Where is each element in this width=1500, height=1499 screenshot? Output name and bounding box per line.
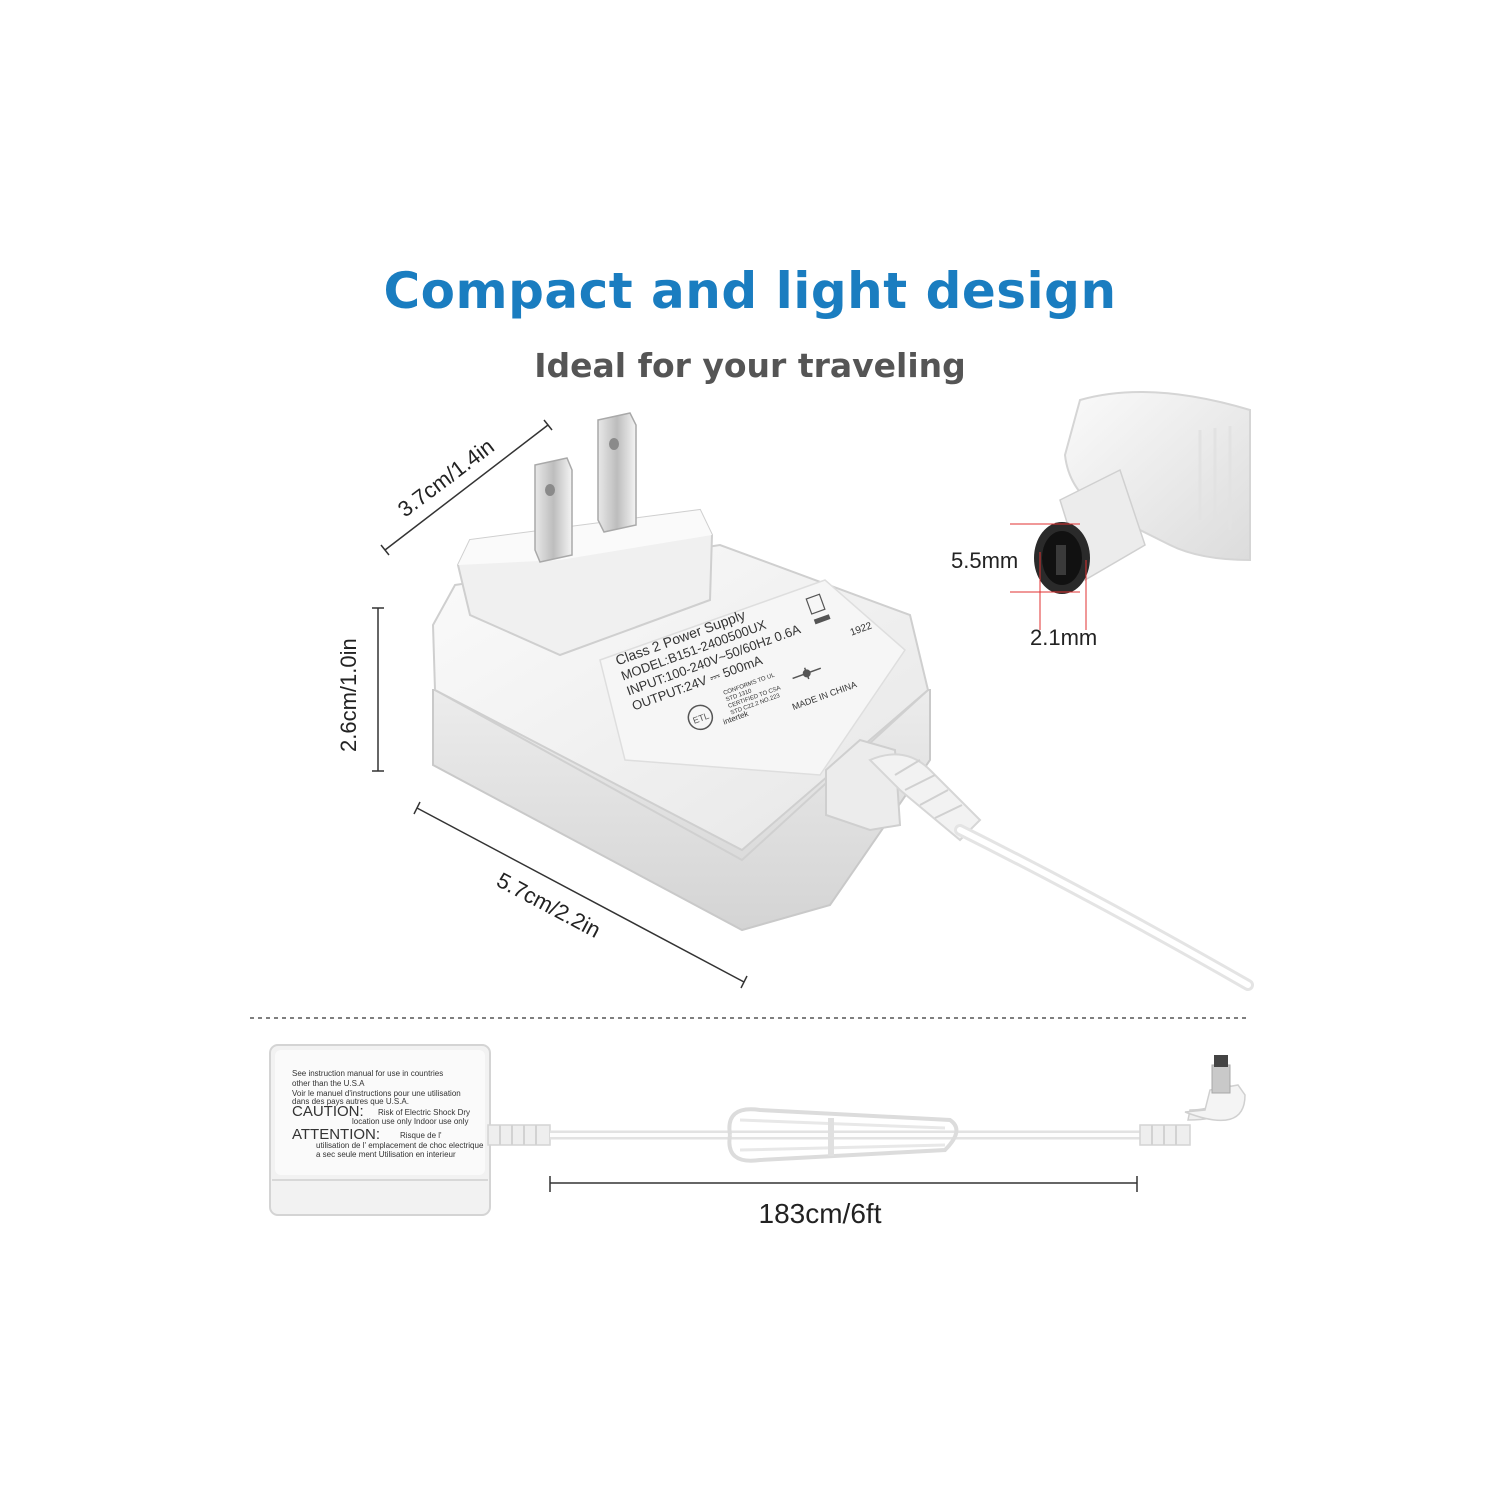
back-label-caution-text-1: Risk of Electric Shock Dry: [378, 1108, 470, 1117]
dimension-height-label: 2.6cm/1.0in: [336, 638, 361, 752]
back-label-attention: ATTENTION:: [292, 1126, 380, 1143]
back-label-line-1: See instruction manual for use in countr…: [292, 1069, 443, 1078]
page-title: Compact and light design: [383, 262, 1117, 320]
etl-mark-icon: [687, 704, 714, 731]
plug-prong-left: [534, 457, 573, 563]
back-label-caution: CAUTION:: [292, 1103, 364, 1120]
back-label-attention-text-1: Risque de l': [400, 1131, 442, 1140]
back-label-attention-text-3: a sec seule ment Utilisation en interieu…: [316, 1150, 456, 1159]
back-label-caution-text-2: location use only Indoor use only: [352, 1117, 469, 1126]
dimension-width-label: 3.7cm/1.4in: [393, 434, 499, 522]
back-label-line-3: Voir le manuel d'instructions pour une u…: [292, 1089, 461, 1098]
recycle-bin-icon: [805, 593, 826, 615]
cable-length-label: 183cm/6ft: [759, 1198, 882, 1229]
back-label-line-4: dans des pays autres que U.S.A.: [292, 1097, 409, 1106]
dimension-height: 2.6cm/1.0in: [336, 607, 384, 772]
power-adapter: Class 2 Power Supply MODEL:B151-2400500U…: [431, 412, 1254, 991]
barrel-connector-closeup: 5.5mm 2.1mm: [951, 391, 1251, 650]
back-label-line-2: other than the U.S.A: [292, 1079, 365, 1088]
inner-diameter-label: 2.1mm: [1030, 625, 1097, 650]
outer-diameter-label: 5.5mm: [951, 548, 1018, 573]
page-subtitle: Ideal for your traveling: [534, 346, 966, 385]
back-label-attention-text-2: utilisation de l' emplacement de choc el…: [316, 1141, 484, 1150]
adapter-back-view: See instruction manual for use in countr…: [269, 1044, 1246, 1216]
dimension-cable-length: 183cm/6ft: [549, 1176, 1138, 1229]
plug-prong-right: [597, 412, 637, 533]
